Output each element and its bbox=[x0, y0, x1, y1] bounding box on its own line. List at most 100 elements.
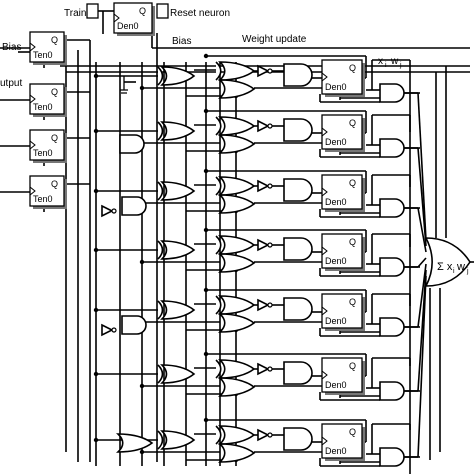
and-gate bbox=[121, 196, 147, 216]
or-gate bbox=[115, 433, 154, 453]
junction-dot bbox=[203, 287, 209, 293]
flip-flop-q-label: Q bbox=[51, 179, 58, 189]
inverter bbox=[257, 119, 270, 133]
ground-symbol bbox=[120, 76, 128, 94]
xor-gate bbox=[217, 359, 256, 379]
bias-label-top: Bias bbox=[172, 36, 191, 47]
and-gate bbox=[283, 361, 313, 385]
inverter-bubble bbox=[111, 327, 117, 333]
xor-gate bbox=[160, 181, 196, 201]
wire bbox=[417, 92, 427, 241]
inverter-bubble bbox=[267, 242, 273, 248]
xor-gate-input-arc bbox=[157, 121, 164, 141]
xor-gate-input-arc bbox=[215, 116, 222, 136]
junction-dot bbox=[93, 188, 99, 194]
inverter bbox=[101, 204, 114, 218]
row-flip-flop-7 bbox=[321, 423, 363, 459]
flip-flop-clock-mark bbox=[29, 42, 36, 52]
inverter bbox=[101, 323, 114, 337]
wire bbox=[417, 263, 427, 328]
output-and-gate bbox=[379, 381, 405, 401]
junction-dot bbox=[93, 247, 99, 253]
flip-flop-enable-label: Den0 bbox=[325, 137, 347, 147]
flip-flop-clock-mark bbox=[29, 94, 36, 104]
junction-dot bbox=[203, 227, 209, 233]
flip-flop-clock-mark bbox=[29, 140, 36, 150]
svg-text:j: j bbox=[466, 268, 469, 275]
inverter-bubble bbox=[267, 366, 273, 372]
components: QDen0QTen0QTen0QTen0QTen0QDen0QDen0QDen0… bbox=[29, 2, 471, 467]
flip-flop-enable-label: Ten0 bbox=[33, 50, 53, 60]
row-flip-flop-3 bbox=[321, 174, 363, 210]
flip-flop-q-label: Q bbox=[349, 427, 356, 437]
xor-gate bbox=[160, 66, 196, 86]
xor-gate bbox=[217, 295, 256, 315]
inverter-bubble bbox=[267, 68, 273, 74]
flip-flop-q-label: Q bbox=[51, 35, 58, 45]
or-gate bbox=[217, 194, 256, 214]
or-gate bbox=[217, 253, 256, 273]
svg-text:w: w bbox=[390, 56, 399, 67]
flip-flop-clock-mark bbox=[321, 370, 328, 380]
output-label: utput bbox=[0, 78, 22, 89]
flip-flop-clock-mark bbox=[321, 306, 328, 316]
xor-gate bbox=[217, 425, 256, 445]
junction-dot bbox=[93, 371, 99, 377]
flip-flop-enable-label: Den0 bbox=[325, 316, 347, 326]
flip-flop-q-label: Q bbox=[51, 87, 58, 97]
xor-gate bbox=[160, 430, 196, 450]
wire bbox=[417, 257, 427, 268]
flip-flop-clock-mark bbox=[321, 436, 328, 446]
train-switch bbox=[86, 3, 99, 19]
train-label: Train bbox=[64, 8, 86, 19]
xor-gate-input-arc bbox=[215, 425, 222, 445]
flip-flop-q-label: Q bbox=[51, 133, 58, 143]
junction-dot bbox=[203, 168, 209, 174]
or-gate bbox=[217, 79, 256, 99]
row-flip-flop-4 bbox=[321, 233, 363, 269]
flip-flop-clock-mark bbox=[321, 72, 328, 82]
xor-gate-input-arc bbox=[215, 295, 222, 315]
output-and-gate bbox=[379, 447, 405, 467]
reset-neuron-label: Reset neuron bbox=[170, 8, 230, 19]
junction-dot bbox=[203, 108, 209, 114]
and-gate bbox=[121, 315, 147, 335]
row-flip-flop-2 bbox=[321, 114, 363, 150]
svg-text:i: i bbox=[453, 268, 455, 275]
xor-gate-input-arc bbox=[157, 181, 164, 201]
inverter-bubble bbox=[267, 302, 273, 308]
junction-dot bbox=[93, 437, 99, 443]
output-and-gate bbox=[379, 317, 405, 337]
xor-gate bbox=[217, 61, 256, 81]
svg-text:w: w bbox=[456, 261, 465, 273]
wire bbox=[417, 147, 427, 247]
flip-flop-clock-mark bbox=[321, 187, 328, 197]
flip-flop-enable-label: Ten0 bbox=[33, 102, 53, 112]
flip-flop-enable-label: Den0 bbox=[325, 446, 347, 456]
flip-flop-q-label: Q bbox=[349, 118, 356, 128]
junction-dot bbox=[139, 383, 145, 389]
flip-flop-enable-label: Den0 bbox=[325, 380, 347, 390]
xor-gate bbox=[160, 240, 196, 260]
summation-or-gate bbox=[424, 237, 471, 287]
inverter bbox=[257, 428, 270, 442]
flip-flop-enable-label: Ten0 bbox=[33, 194, 53, 204]
flip-flop-clock-mark bbox=[321, 127, 328, 137]
inverter bbox=[257, 362, 270, 376]
junction-dot bbox=[93, 73, 99, 79]
svg-text:x: x bbox=[378, 56, 383, 67]
junction-dot bbox=[93, 128, 99, 134]
row-flip-flop-5 bbox=[321, 293, 363, 329]
flip-flop-enable-label: Den0 bbox=[325, 256, 347, 266]
weight-update-label: Weight update bbox=[242, 34, 307, 45]
xor-gate bbox=[160, 121, 196, 141]
inverter-bubble bbox=[267, 183, 273, 189]
xor-gate-input-arc bbox=[215, 61, 222, 81]
xor-gate bbox=[217, 176, 256, 196]
flip-flop-enable-label: Den0 bbox=[325, 197, 347, 207]
junction-dot bbox=[203, 53, 209, 59]
sum-label: Σ x i w j bbox=[437, 261, 469, 275]
flip-flop-enable-label: Ten0 bbox=[33, 148, 53, 158]
flip-flop-q-label: Q bbox=[139, 6, 146, 16]
and-gate bbox=[283, 178, 313, 202]
